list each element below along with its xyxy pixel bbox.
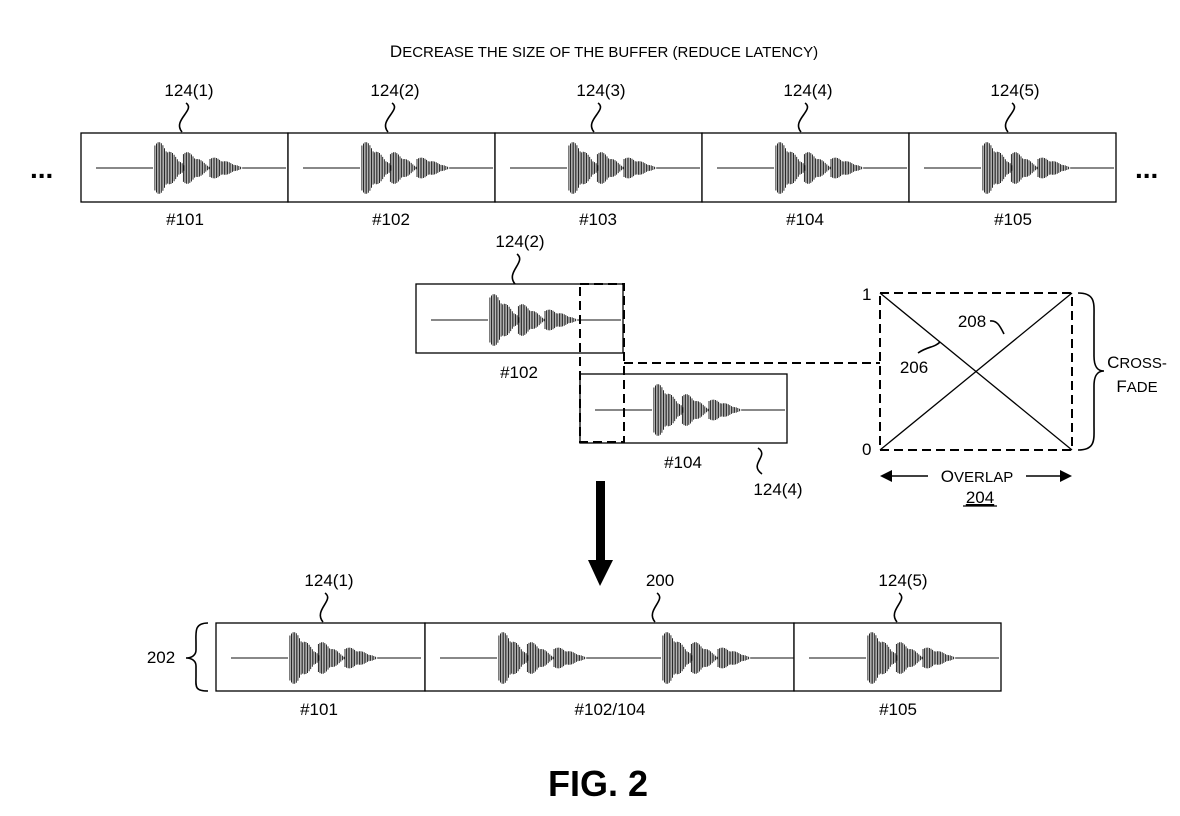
leader-line [384,102,396,133]
ellipsis-right: ... [1135,153,1158,184]
down-arrow [588,481,613,586]
lower-packet-box [579,373,788,444]
leader-line [917,341,941,354]
result-id-105: #105 [879,700,917,719]
down-arrow-head [588,560,613,586]
buffer-brace [185,622,209,692]
leader-line [756,447,763,475]
ref-label-124-2: 124(2) [370,81,419,100]
waveform-strokes [510,142,700,194]
waveform-strokes [96,142,286,194]
crossfade-label-line1: CROSS- [1107,353,1167,372]
crossfade-graph: 1 0 206 208 CROSS- FADE OVERLAP 204 [862,285,1167,507]
waveform-strokes [431,294,621,346]
figure-title-rest: ECREASE THE SIZE OF THE BUFFER (REDUCE L… [402,44,818,61]
packet-id-105: #105 [994,210,1032,229]
result-box-105 [793,622,1002,692]
upper-packet-id: #102 [500,363,538,382]
waveform [431,294,621,346]
overlap-ref: 204 [966,488,994,507]
result-id-102-104: #102/104 [575,700,646,719]
leader-line [590,102,602,133]
fade-in-ref: 208 [958,312,986,331]
top-row: ... ... 124(1) 124(2) 124(3) 124(4) 124(… [30,81,1158,229]
crossfade-box [879,292,1073,451]
waveform [717,142,907,194]
packet-box-102 [287,132,496,203]
waveform-strokes [604,632,794,684]
leader-line [319,592,329,623]
result-id-101: #101 [300,700,338,719]
packet-id-103: #103 [579,210,617,229]
packet-box-104 [701,132,910,203]
waveform-strokes [440,632,630,684]
packet-box-103 [494,132,703,203]
ref-label-124-5: 124(5) [990,81,1039,100]
waveform-strokes [717,142,907,194]
crossfade-brace [1077,292,1105,451]
packet-id-104: #104 [786,210,824,229]
packet-id-101: #101 [166,210,204,229]
waveform [96,142,286,194]
waveform [924,142,1114,194]
ellipsis-left: ... [30,153,53,184]
lower-packet-id: #104 [664,453,702,472]
packet-id-102: #102 [372,210,410,229]
fade-out-ref: 206 [900,358,928,377]
waveform [510,142,700,194]
leader-line [511,253,521,285]
figure-title-initial: D [390,42,402,61]
buffer-ref: 202 [147,648,175,667]
overlap-region [579,283,625,443]
waveform-strokes [303,142,493,194]
result-row: 202 124(1) 200 124(5) #101 #102/104 #105 [147,571,1002,719]
fade-in-curve [879,292,1073,451]
packet-box-101 [80,132,289,203]
overlap-arrow-right-head [1060,470,1072,482]
y-axis-min: 0 [862,440,871,459]
waveform-strokes [809,632,999,684]
figure-title: DECREASE THE SIZE OF THE BUFFER (REDUCE … [390,42,818,61]
ref-label-upper-packet: 124(2) [495,232,544,251]
waveform [231,632,421,684]
leader-line [651,592,661,623]
ref-label-124-4: 124(4) [783,81,832,100]
leader-line [989,320,1005,335]
overlap-arrow-left-head [880,470,892,482]
waveform-strokes [924,142,1114,194]
merged-ref: 200 [646,571,674,590]
ref-label-124-1: 124(1) [164,81,213,100]
leader-line [178,102,190,133]
ref-label-124-3: 124(3) [576,81,625,100]
down-arrow-shaft [596,481,605,565]
packet-box-105 [908,132,1117,203]
leader-line [893,592,903,623]
leader-line [797,102,809,133]
leader-line [1004,102,1016,133]
upper-packet-box [415,283,624,354]
waveform [604,632,794,684]
y-axis-max: 1 [862,285,871,304]
result-box-101 [215,622,426,692]
result-ref-124-1: 124(1) [304,571,353,590]
overlap-label: OVERLAP [941,467,1013,486]
waveform [440,632,630,684]
figure-label: FIG. 2 [548,763,648,804]
waveform [809,632,999,684]
waveform-strokes [231,632,421,684]
ref-label-lower-packet: 124(4) [753,480,802,499]
result-ref-124-5: 124(5) [878,571,927,590]
overlap-detail: 124(2) #102 #104 124(4) [415,232,880,499]
waveform [303,142,493,194]
crossfade-label-line2: FADE [1116,377,1157,396]
